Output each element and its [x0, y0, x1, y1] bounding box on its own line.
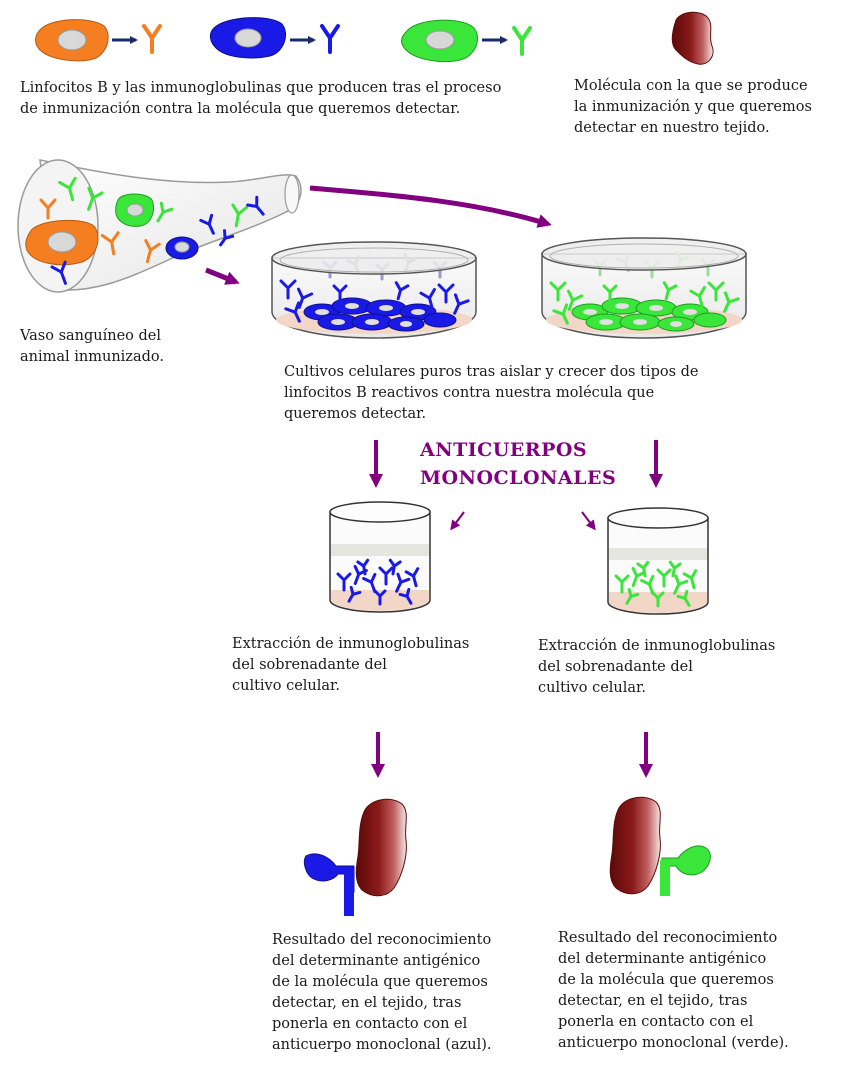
dish-green-colony-nuclei	[583, 303, 697, 327]
arrow-vessel-to-green-dish	[309, 185, 552, 228]
beaker-green-supernatant	[609, 548, 707, 560]
orange-b-cell-nucleus	[57, 29, 87, 51]
dish-green-rim	[541, 237, 747, 271]
legend-orange-lymphocyte	[35, 19, 162, 62]
result-green-antibody-stem	[660, 860, 670, 896]
beaker-green	[607, 507, 709, 615]
result-blue-antibody-stem	[344, 870, 354, 916]
legend-lymphocytes-text: Linfocitos B y las inmunoglobulinas que …	[20, 80, 502, 117]
legend-molecule-text: Molécula con la que se produce la inmuni…	[574, 78, 812, 136]
dish-blue-rim	[271, 241, 477, 275]
result-blue-molecule	[355, 798, 407, 897]
result-blue-binding	[303, 798, 407, 916]
legend-green-lymphocyte	[401, 19, 532, 63]
legend-target-molecule	[671, 11, 714, 65]
petri-dish-blue	[271, 241, 477, 339]
vessel-label: Vaso sanguíneo del animal inmunizado.	[20, 328, 164, 365]
dish-blue-colony-nuclei	[315, 303, 425, 327]
legend-blue-lymphocyte	[209, 17, 340, 59]
blood-vessel	[17, 159, 302, 293]
blue-antibody-icon	[320, 24, 340, 54]
result-green-molecule	[609, 796, 661, 895]
vessel-antibodies	[39, 176, 265, 285]
vessel-green-nucleus	[126, 203, 144, 217]
arrow-vessel-to-blue-dish	[205, 267, 240, 285]
dish-green-rim-inner	[549, 243, 739, 269]
result-right-label: Resultado del reconocimiento del determi…	[558, 930, 789, 1051]
dish-blue-rim-inner	[279, 247, 469, 273]
orange-antibody-icon	[142, 24, 162, 54]
beaker-green-antibodies	[614, 560, 698, 608]
vessel-end-cap	[284, 174, 300, 214]
green-antibody-icon	[512, 26, 532, 56]
blue-b-cell-nucleus	[234, 28, 262, 48]
monoclonal-antibodies-title: ANTICUERPOS MONOCLONALES	[420, 439, 617, 489]
beaker-blue-body	[329, 511, 431, 613]
vessel-orange-nucleus	[47, 231, 77, 253]
extraction-left-label: Extracción de inmunoglobulinas del sobre…	[232, 636, 470, 694]
beaker-blue-antibodies	[336, 558, 420, 606]
green-b-cell-nucleus	[425, 30, 455, 50]
beaker-green-rim	[607, 507, 709, 529]
petri-dish-green	[541, 237, 747, 339]
vessel-blue-nucleus	[174, 241, 190, 253]
extraction-right-label: Extracción de inmunoglobulinas del sobre…	[538, 638, 776, 696]
beaker-blue	[329, 501, 431, 613]
target-molecule-icon	[671, 11, 714, 65]
beaker-blue-rim	[329, 501, 431, 523]
arrow-title-to-left-beaker	[450, 511, 465, 531]
result-green-binding	[609, 796, 711, 896]
result-left-label: Resultado del reconocimiento del determi…	[272, 932, 492, 1053]
result-green-antibody	[661, 845, 711, 876]
cultures-label: Cultivos celulares puros tras aislar y c…	[284, 364, 699, 422]
beaker-blue-supernatant	[331, 544, 429, 556]
beaker-green-body	[607, 517, 709, 615]
arrow-title-to-right-beaker	[581, 511, 596, 531]
